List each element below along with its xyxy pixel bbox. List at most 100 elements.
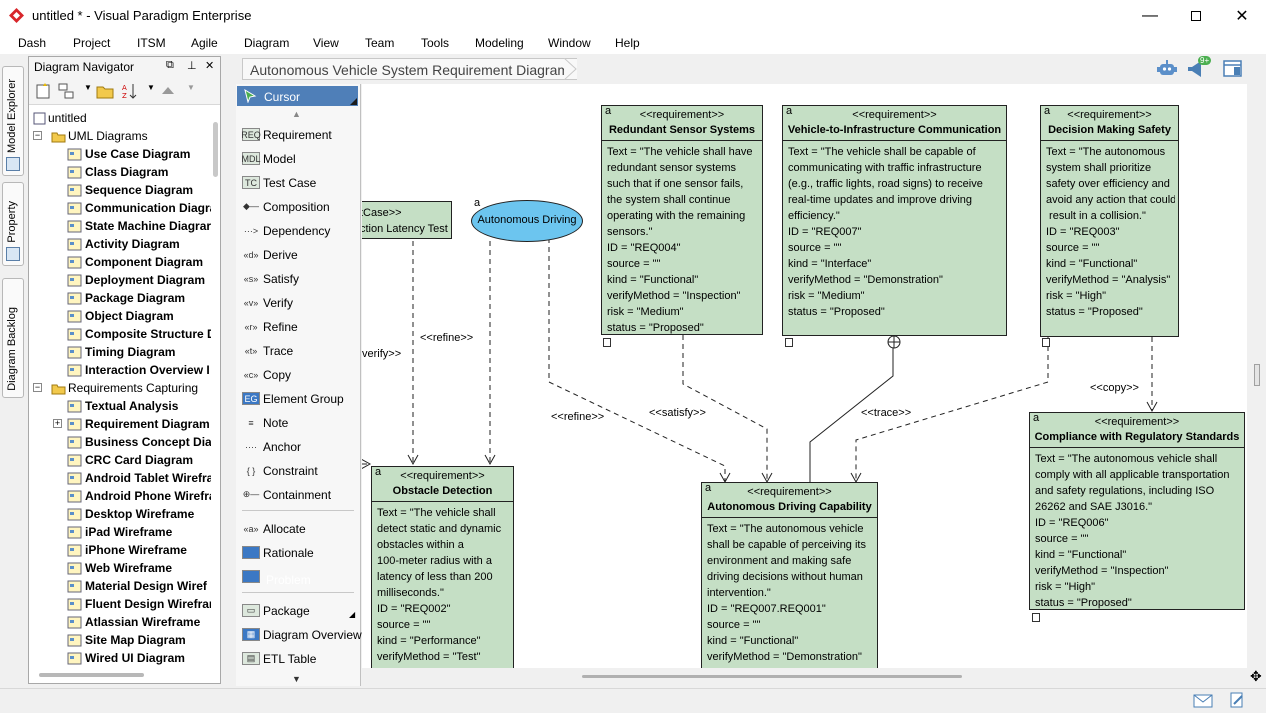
diagram-type-icon — [67, 202, 82, 215]
documentation-icon[interactable] — [785, 338, 793, 347]
palette-scroll-down-icon[interactable]: ▼ — [292, 674, 301, 684]
up-level-icon[interactable] — [159, 82, 177, 100]
diagram-type-icon — [67, 508, 82, 521]
collapse-icon[interactable]: − — [33, 382, 42, 392]
requirement-property: latency of less than 200 — [377, 571, 493, 583]
menu-window[interactable]: Window — [548, 36, 591, 50]
requirement-property: sensors." — [607, 226, 653, 238]
mail-envelope-icon[interactable] — [1193, 694, 1213, 708]
minimize-icon: — — [1142, 7, 1158, 24]
usecase-name: Autonomous Driving — [477, 214, 577, 226]
containment-icon: ⊕— — [242, 489, 260, 499]
collapse-icon[interactable]: − — [33, 130, 42, 140]
sort-dropdown-icon[interactable]: ▼ — [147, 83, 155, 92]
panel-layout-icon[interactable] — [1222, 59, 1244, 79]
requirement-property: status = "Proposed" — [788, 306, 885, 318]
diagram-overview-icon: ▦ — [242, 628, 260, 641]
documentation-icon[interactable] — [1042, 338, 1050, 347]
pin-icon[interactable]: ⊥ — [187, 60, 197, 72]
menu-diagram[interactable]: Diagram — [244, 36, 290, 50]
requirement-capability[interactable]: a<<requirement>>Autonomous Driving Capab… — [701, 482, 878, 668]
robot-assistant-icon[interactable] — [1156, 58, 1178, 80]
menu-tools[interactable]: Tools — [421, 36, 450, 50]
diagram-canvas[interactable]: tCase>> ction Latency Test Autonomous Dr… — [362, 84, 1247, 668]
palette-cursor-tool[interactable]: Cursor — [237, 86, 358, 106]
requirement-stereotype: <<requirement>> — [747, 486, 832, 498]
sort-az-icon[interactable]: AZ — [121, 82, 139, 100]
requirement-property: operating with the remaining — [607, 210, 746, 222]
new-diagram-icon[interactable] — [34, 82, 52, 100]
requirement-property: ID = "REQ002" — [377, 603, 451, 615]
requirement-name: Autonomous Driving Capability — [707, 501, 872, 513]
requirement-compliance[interactable]: a<<requirement>>Compliance with Regulato… — [1029, 412, 1245, 610]
documentation-icon[interactable] — [603, 338, 611, 347]
documentation-icon[interactable] — [1032, 613, 1040, 622]
requirement-property: kind = "Interface" — [788, 258, 872, 270]
navigator-vertical-scrollbar[interactable] — [213, 107, 220, 667]
menu-modeling[interactable]: Modeling — [475, 36, 524, 50]
group-expand-icon[interactable]: ◢ — [349, 610, 356, 619]
tab-diagram-backlog[interactable]: Diagram Backlog — [2, 278, 24, 398]
breadcrumb[interactable]: Autonomous Vehicle System Requirement Di… — [242, 58, 578, 80]
menu-project[interactable]: Project — [73, 36, 111, 50]
menu-bar: Dash Project ITSM Agile Diagram View Tea… — [0, 32, 1266, 54]
maximize-button[interactable] — [1173, 0, 1219, 32]
diagram-type-icon — [67, 562, 82, 575]
requirement-property: kind = "Functional" — [1035, 549, 1127, 561]
model-icon: MDL — [241, 152, 261, 165]
requirement-property: source = "" — [788, 242, 842, 254]
close-button[interactable]: ✕ — [1219, 0, 1265, 32]
testcase-latency[interactable]: tCase>> ction Latency Test — [362, 201, 452, 239]
navigator-horizontal-scrollbar[interactable] — [29, 669, 220, 683]
requirement-icon: REQ — [241, 128, 261, 141]
pan-move-icon[interactable]: ✥ — [1250, 668, 1262, 684]
menu-itsm[interactable]: ITSM — [137, 36, 166, 50]
expand-icon[interactable]: + — [53, 418, 62, 428]
close-panel-icon[interactable]: ✕ — [205, 60, 215, 72]
package-icon: ▭ — [242, 604, 260, 617]
announcement-megaphone-icon[interactable] — [1186, 58, 1210, 80]
requirement-property: safety over efficiency and — [1046, 178, 1170, 190]
dropdown-arrow-icon[interactable]: ▼ — [84, 83, 92, 92]
up-dropdown-icon[interactable]: ▼ — [187, 83, 195, 92]
palette-scroll-up-icon[interactable]: ▲ — [292, 109, 301, 119]
cursor-arrow-icon — [244, 89, 257, 103]
diagram-type-icon — [67, 580, 82, 593]
requirement-property: comply with all applicable transportatio… — [1035, 469, 1230, 481]
menu-agile[interactable]: Agile — [191, 36, 218, 50]
menu-dash[interactable]: Dash — [18, 36, 47, 50]
edge-refine-capability[interactable] — [548, 238, 731, 484]
edit-document-icon[interactable] — [1228, 691, 1246, 709]
new-hierarchy-icon[interactable] — [57, 82, 75, 100]
usecase-marker: a — [474, 197, 481, 209]
tab-model-explorer[interactable]: Model Explorer — [2, 66, 24, 176]
menu-view[interactable]: View — [313, 36, 339, 50]
requirement-redundant[interactable]: a<<requirement>>Redundant Sensor Systems… — [601, 105, 763, 335]
tab-property[interactable]: Property — [2, 182, 24, 266]
diagram-type-icon — [67, 256, 82, 269]
menu-team[interactable]: Team — [365, 36, 395, 50]
requirement-v2i[interactable]: a<<requirement>>Vehicle-to-Infrastructur… — [782, 105, 1007, 336]
edge-containment[interactable] — [809, 343, 894, 482]
requirement-header: a<<requirement>>Redundant Sensor Systems — [602, 105, 762, 141]
menu-help[interactable]: Help — [615, 36, 640, 50]
diagram-type-icon — [67, 328, 82, 341]
requirement-property: kind = "Functional" — [707, 635, 799, 647]
canvas-vertical-scrollbar[interactable] — [1248, 84, 1266, 668]
requirement-property: kind = "Functional" — [1046, 258, 1138, 270]
minimize-button[interactable]: — — [1127, 0, 1173, 32]
close-icon: ✕ — [1235, 8, 1249, 25]
requirement-stereotype: <<requirement>> — [639, 109, 725, 121]
restore-icon[interactable]: ⧉ — [166, 59, 174, 71]
usecase-autonomous-driving[interactable]: Autonomous Driving — [471, 200, 583, 242]
status-bar — [0, 688, 1266, 713]
canvas-horizontal-scrollbar[interactable]: ✥ — [362, 668, 1262, 686]
open-folder-icon[interactable] — [96, 82, 114, 100]
edge-trace[interactable] — [850, 337, 1049, 484]
